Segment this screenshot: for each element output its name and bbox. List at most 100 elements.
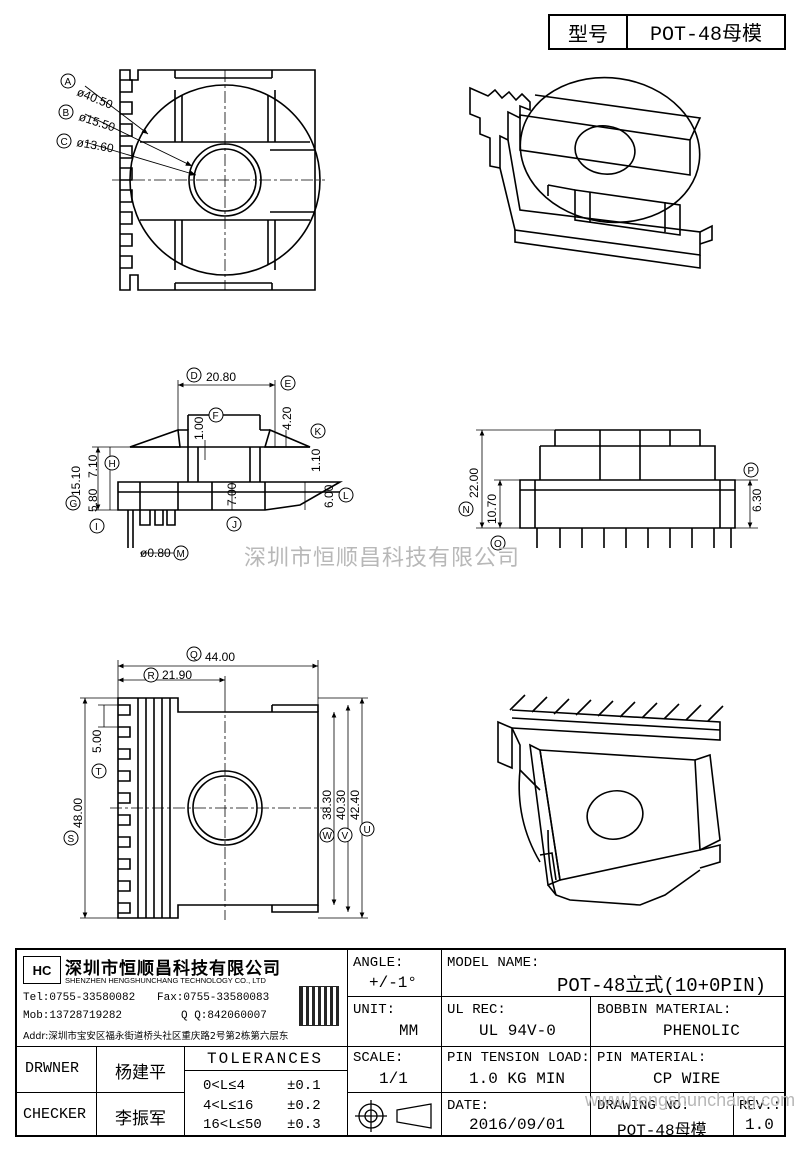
company-logo: HC [23, 956, 61, 984]
svg-text:S: S [68, 834, 75, 845]
drawner-label: DRWNER [25, 1060, 80, 1077]
dim-D-value: 20.80 [206, 370, 236, 384]
company-name-cn: 深圳市恒顺昌科技有限公司 [65, 959, 281, 979]
label-C: C [56, 133, 72, 149]
tol3-range: 16<L≤50 [203, 1117, 262, 1133]
bobbin-material-label: BOBBIN MATERIAL: [597, 1002, 732, 1018]
dim-U-value: 42.40 [348, 790, 362, 820]
rev-value: 1.0 [745, 1116, 774, 1134]
svg-text:B: B [63, 108, 70, 119]
svg-text:O: O [494, 539, 502, 550]
label-P: P [743, 462, 759, 478]
svg-text:P: P [748, 466, 755, 477]
unit-label: UNIT: [353, 1002, 396, 1018]
ul-rec-label: UL REC: [447, 1002, 506, 1018]
label-G: G [65, 495, 81, 511]
model-code: POT-48母模 [649, 24, 762, 47]
title-block: HC 深圳市恒顺昌科技有限公司 SHENZHEN HENGSHUNCHANG T… [15, 948, 786, 1140]
label-O: O [490, 535, 506, 551]
svg-text:A: A [65, 77, 72, 88]
drawing-no-label: DRAWING NO: [597, 1098, 690, 1114]
watermark-url: www.hengshunchang.com [585, 1090, 796, 1110]
tol3-value: ±0.3 [287, 1117, 321, 1133]
model-name-value: POT-48立式(10+0PIN) [557, 975, 767, 997]
dim-J-value: 7.00 [225, 482, 239, 506]
pin-material-value: CP WIRE [653, 1070, 721, 1088]
label-L: L [338, 487, 354, 503]
svg-text:W: W [323, 831, 333, 842]
watermark: 深圳市恒顺昌科技有限公司 [244, 546, 521, 571]
qr-code-icon [299, 986, 339, 1026]
svg-text:K: K [315, 427, 322, 438]
pin-tension-label: PIN TENSION LOAD: [447, 1050, 590, 1066]
angle-value: +/-1° [369, 974, 418, 992]
date-label: DATE: [447, 1098, 490, 1114]
label-T: T [91, 763, 107, 779]
label-E: E [280, 375, 296, 391]
label-B: B [58, 104, 74, 120]
dim-H-value: 7.10 [86, 454, 100, 478]
company-cell: HC 深圳市恒顺昌科技有限公司 SHENZHEN HENGSHUNCHANG T… [17, 950, 347, 1046]
svg-text:R: R [148, 671, 155, 682]
isometric-top [469, 76, 713, 269]
dim-E-value: 4.20 [280, 406, 294, 430]
svg-text:Q: Q [190, 650, 198, 661]
label-S: S [63, 830, 79, 846]
angle-label: ANGLE: [353, 955, 404, 971]
svg-text:D: D [191, 371, 198, 382]
model-name-label: MODEL NAME: [447, 955, 540, 971]
label-V: V [337, 827, 353, 843]
checker-value: 李振军 [115, 1109, 166, 1129]
label-H: H [104, 455, 120, 471]
tolerances-label: TOLERANCES [207, 1050, 324, 1068]
company-qq: Q Q:842060007 [181, 1010, 267, 1022]
isometric-bottom [497, 694, 724, 906]
svg-text:N: N [463, 505, 470, 516]
label-A: A [60, 73, 76, 89]
dim-I-value: 5.80 [86, 488, 100, 512]
dim-W-value: 38.30 [320, 790, 334, 820]
dim-S-value: 48.00 [71, 798, 85, 828]
front-view [476, 429, 758, 548]
dim-T-value: 5.00 [90, 729, 104, 753]
dim-A-value: ø40.50 [75, 85, 115, 112]
company-mob: Mob:13728719282 [23, 1010, 123, 1022]
svg-text:G: G [70, 499, 78, 510]
label-I: I [89, 518, 105, 534]
label-J: J [226, 516, 242, 532]
model-header: 型号 POT-48母模 [548, 14, 786, 50]
label-D: D [186, 367, 202, 383]
label-Q: Q [186, 646, 202, 662]
bottom-view [80, 660, 368, 920]
drawner-value: 杨建平 [115, 1063, 166, 1083]
svg-text:I: I [95, 522, 98, 533]
tol1-range: 0<L≤4 [203, 1078, 246, 1094]
pin-material-label: PIN MATERIAL: [597, 1050, 707, 1066]
drawing-no-value: POT-48母模 [617, 1122, 707, 1140]
dim-R-value: 21.90 [162, 668, 192, 682]
company-tel: Tel:0755-33580082 [23, 992, 136, 1004]
label-W: W [319, 827, 335, 843]
tol2-value: ±0.2 [287, 1098, 321, 1114]
dim-L-value: 6.00 [322, 484, 336, 508]
dim-Q-value: 44.00 [205, 650, 235, 664]
label-F: F [208, 407, 224, 423]
label-K: K [310, 423, 326, 439]
dim-F-value: 1.00 [192, 416, 206, 440]
dim-P-value: 6.30 [750, 488, 764, 512]
svg-text:T: T [96, 767, 102, 778]
svg-text:C: C [61, 137, 68, 148]
dim-G-value: 15.10 [69, 466, 83, 496]
dim-K-value: 1.10 [309, 448, 323, 472]
dim-O-value: 10.70 [485, 494, 499, 524]
label-N: N [458, 501, 474, 517]
top-view [84, 69, 325, 291]
dim-N-value: 22.00 [467, 468, 481, 498]
svg-text:J: J [232, 520, 237, 531]
unit-value: MM [399, 1022, 419, 1040]
ul-rec-value: UL 94V-0 [479, 1022, 556, 1040]
svg-text:F: F [213, 411, 219, 422]
svg-text:V: V [342, 831, 349, 842]
dim-B-value: ø15.50 [77, 110, 117, 135]
dim-M-value: ø0.80 [140, 546, 171, 560]
